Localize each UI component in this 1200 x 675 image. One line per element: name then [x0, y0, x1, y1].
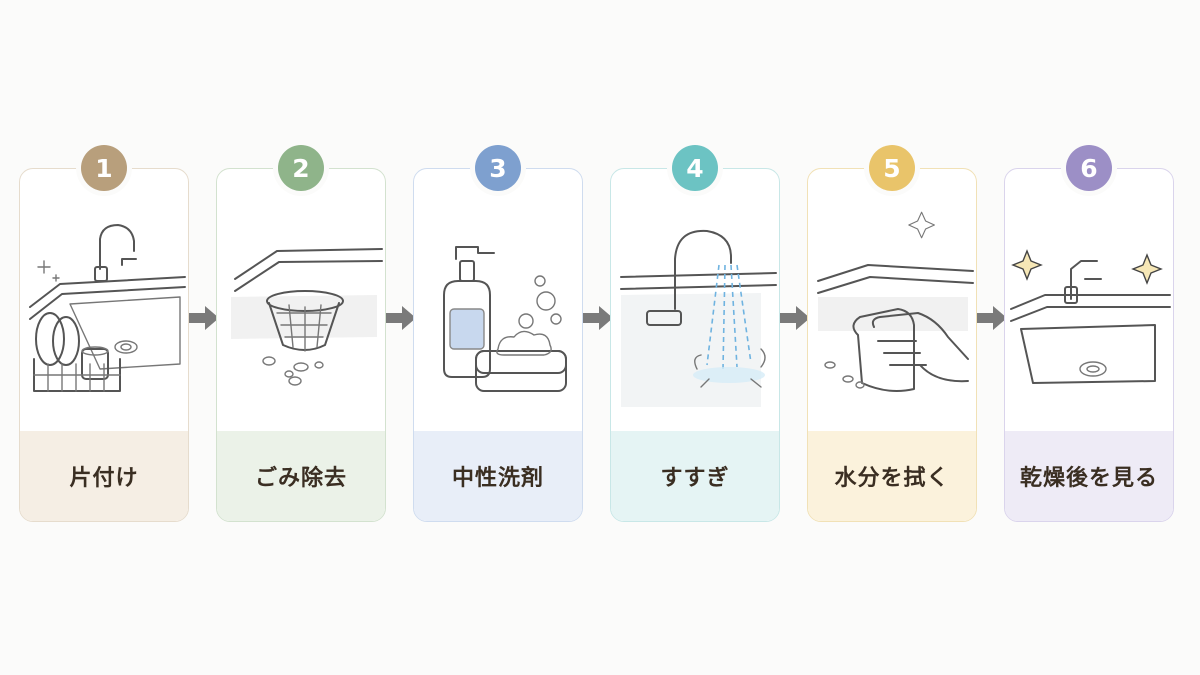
arrow-right-icon: [386, 306, 416, 330]
arrow-right-icon: [189, 306, 219, 330]
step-label-2: ごみ除去: [217, 431, 385, 521]
step-label-5: 水分を拭く: [808, 431, 976, 521]
arrow-right-icon: [780, 306, 810, 330]
step-card-3: 中性洗剤: [413, 168, 583, 522]
step-label-3: 中性洗剤: [414, 431, 582, 521]
drain-basket-illustration: [231, 248, 383, 386]
wiping-hand-with-cloth-illustration: [817, 211, 974, 392]
step-number-badge-3: 3: [475, 145, 521, 191]
step-card-1: 片付け: [19, 168, 189, 522]
step-card-6: 乾燥後を見る: [1004, 168, 1174, 522]
step-number-badge-6: 6: [1066, 145, 1112, 191]
arrow-right-icon: [977, 306, 1007, 330]
rinsing-faucet-illustration: [620, 229, 777, 407]
step-label-4: すすぎ: [611, 431, 779, 521]
step-number-badge-4: 4: [672, 145, 718, 191]
step-label-6: 乾燥後を見る: [1005, 431, 1173, 521]
step-label-1: 片付け: [20, 431, 188, 521]
step-card-5: 水分を拭く: [807, 168, 977, 522]
step-card-4: すすぎ: [610, 168, 780, 522]
step-number-badge-2: 2: [278, 145, 324, 191]
clean-dry-sink-illustration: [1010, 249, 1171, 384]
sink-with-dish-rack-illustration: [29, 224, 186, 392]
step-card-2: ごみ除去: [216, 168, 386, 522]
step-number-badge-5: 5: [869, 145, 915, 191]
arrow-right-icon: [583, 306, 613, 330]
step-number-badge-1: 1: [81, 145, 127, 191]
detergent-and-sponge-illustration: [443, 246, 567, 392]
